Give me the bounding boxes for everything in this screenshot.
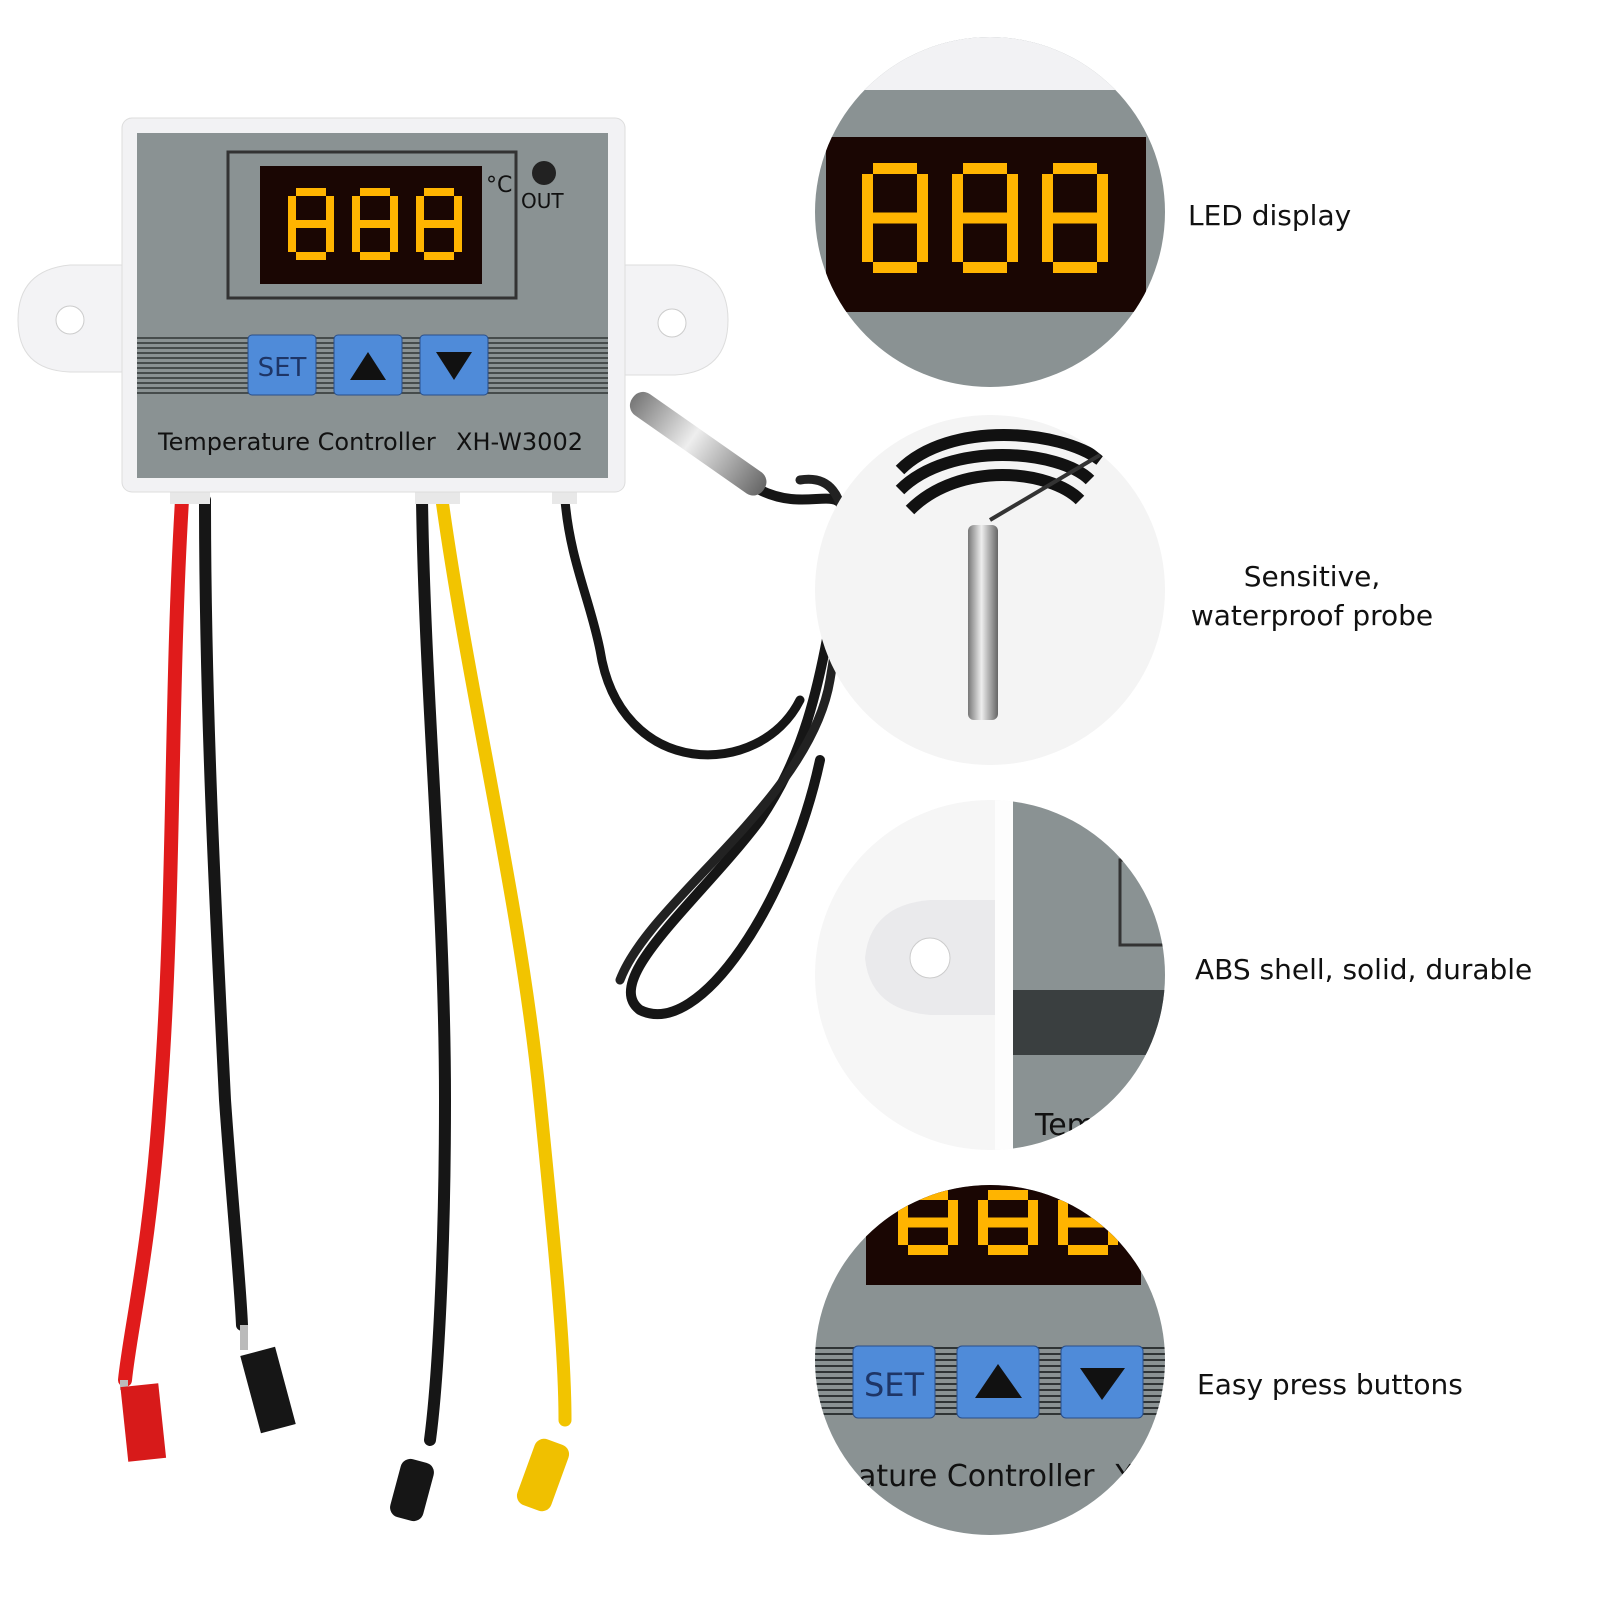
- zoom-caption: ature Controller X: [858, 1459, 1134, 1494]
- zoom-abs-shell: Tem: [815, 800, 1165, 1150]
- led-segment: [288, 196, 296, 224]
- led-segment: [1042, 218, 1053, 262]
- led-segment: [326, 224, 334, 252]
- led-segment: [360, 188, 390, 196]
- led-segment: [1058, 1200, 1068, 1223]
- led-segment: [908, 1217, 948, 1228]
- led-segment: [988, 1245, 1028, 1255]
- led-segment: [1028, 1222, 1038, 1245]
- callout-buttons: Easy press buttons: [1197, 1368, 1463, 1401]
- led-segment: [908, 1190, 948, 1200]
- led-segment: [1007, 218, 1018, 262]
- led-segment: [948, 1200, 958, 1223]
- led-segment: [1053, 262, 1097, 273]
- led-segment: [1068, 1245, 1108, 1255]
- led-segment: [326, 196, 334, 224]
- led-segment: [1097, 174, 1108, 218]
- led-segment: [908, 1245, 948, 1255]
- callout-led-display: LED display: [1188, 199, 1352, 232]
- led-segment: [296, 220, 326, 228]
- led-segment: [360, 252, 390, 260]
- led-segment: [1108, 1200, 1118, 1223]
- led-segment: [1053, 212, 1097, 224]
- zoom-led-display: [815, 37, 1165, 387]
- zoom-set-label: SET: [864, 1366, 925, 1404]
- led-segment: [862, 218, 873, 262]
- product-title: Temperature Controller: [157, 428, 436, 456]
- mounting-ears: [17, 264, 729, 376]
- led-segment: [288, 224, 296, 252]
- unit-label: °C: [486, 173, 512, 198]
- zoom-shell-text: Tem: [1034, 1108, 1096, 1143]
- led-segment: [352, 224, 360, 252]
- led-segment: [296, 188, 326, 196]
- led-segment: [360, 220, 390, 228]
- led-display: [288, 188, 462, 260]
- led-segment: [1028, 1200, 1038, 1223]
- led-segment: [862, 174, 873, 218]
- led-segment: [454, 224, 462, 252]
- led-segment: [898, 1200, 908, 1223]
- callout-probe-line2: waterproof probe: [1190, 599, 1434, 632]
- led-segment: [1058, 1222, 1068, 1245]
- led-segment: [1068, 1190, 1108, 1200]
- led-segment: [917, 174, 928, 218]
- led-segment: [873, 212, 917, 224]
- led-segment: [390, 224, 398, 252]
- led-segment: [963, 212, 1007, 224]
- led-segment: [988, 1217, 1028, 1228]
- up-button[interactable]: [333, 334, 403, 396]
- led-segment: [917, 218, 928, 262]
- led-segment: [1108, 1222, 1118, 1245]
- led-segment: [1053, 163, 1097, 174]
- wires: [118, 474, 851, 1446]
- led-segment: [424, 220, 454, 228]
- led-segment: [952, 174, 963, 218]
- led-segment: [873, 262, 917, 273]
- led-segment: [296, 252, 326, 260]
- led-segment: [1042, 174, 1053, 218]
- led-segment: [454, 196, 462, 224]
- led-segment: [416, 224, 424, 252]
- led-segment: [952, 218, 963, 262]
- callout-probe: Sensitive, waterproof probe: [1188, 560, 1436, 632]
- wire-tips: [120, 1325, 570, 1522]
- led-segment: [1097, 218, 1108, 262]
- set-button-label: SET: [258, 353, 307, 383]
- out-label: OUT: [521, 189, 564, 213]
- led-segment: [898, 1222, 908, 1245]
- led-segment: [963, 163, 1007, 174]
- led-segment: [963, 262, 1007, 273]
- led-segment: [416, 196, 424, 224]
- zoom-probe: [815, 415, 1165, 765]
- triangle-down-icon: [436, 352, 472, 380]
- controller-body: °C OUT SET Temperature Controller XH-W30…: [121, 117, 626, 493]
- callout-abs-shell: ABS shell, solid, durable: [1195, 953, 1533, 986]
- model-number: XH-W3002: [456, 428, 583, 456]
- led-segment: [988, 1190, 1028, 1200]
- zoom-buttons: SET ature Controller X: [815, 1185, 1165, 1535]
- set-button[interactable]: SET: [247, 334, 317, 396]
- callout-probe-line1: Sensitive,: [1243, 560, 1381, 593]
- led-segment: [390, 196, 398, 224]
- triangle-up-icon: [350, 352, 386, 380]
- led-segment: [873, 163, 917, 174]
- led-segment: [424, 252, 454, 260]
- led-segment: [1007, 174, 1018, 218]
- led-segment: [352, 196, 360, 224]
- led-segment: [978, 1222, 988, 1245]
- led-segment: [1068, 1217, 1108, 1228]
- led-segment: [948, 1222, 958, 1245]
- temperature-probe: [629, 391, 767, 496]
- led-segment: [424, 188, 454, 196]
- down-button[interactable]: [419, 334, 489, 396]
- led-segment: [978, 1200, 988, 1223]
